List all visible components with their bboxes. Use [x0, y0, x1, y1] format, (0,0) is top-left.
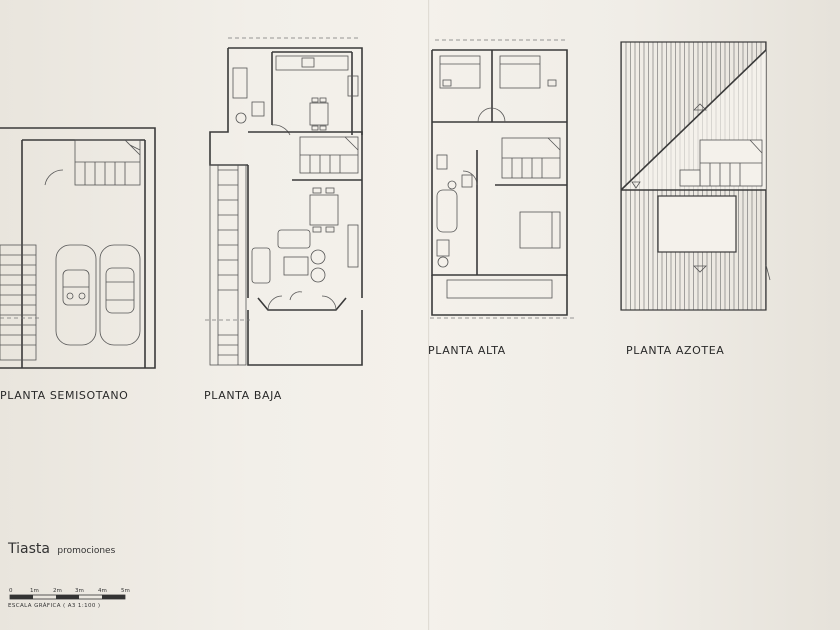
- plan-alta: [430, 39, 575, 319]
- floor-label-baja: PLANTA BAJA: [204, 389, 282, 402]
- car-icon: [55, 244, 97, 346]
- plan-azotea: [620, 41, 771, 311]
- scale-tick: 5m: [121, 588, 130, 594]
- floor-label-alta: PLANTA ALTA: [428, 344, 506, 357]
- scale-tick: 1m: [30, 588, 39, 594]
- brand-logo: Tiasta promociones: [8, 541, 115, 557]
- scale-bar: [9, 594, 126, 600]
- floor-label-semisotano: PLANTA SEMISOTANO: [0, 389, 129, 402]
- scale-tick: 2m: [53, 588, 62, 594]
- scale-caption: ESCALA GRÁFICA ( A3 1:100 ): [8, 603, 101, 609]
- scale-tick: 3m: [75, 588, 84, 594]
- floor-label-azotea: PLANTA AZOTEA: [626, 344, 725, 357]
- plan-baja: [205, 37, 363, 366]
- scale-tick: 4m: [98, 588, 107, 594]
- brand-name: Tiasta: [8, 541, 50, 557]
- scale-tick: 0: [9, 588, 13, 594]
- plan-semisotano: [0, 127, 156, 369]
- brand-tagline: promociones: [57, 546, 116, 556]
- paper-fold: [428, 0, 430, 630]
- car-icon: [99, 244, 141, 346]
